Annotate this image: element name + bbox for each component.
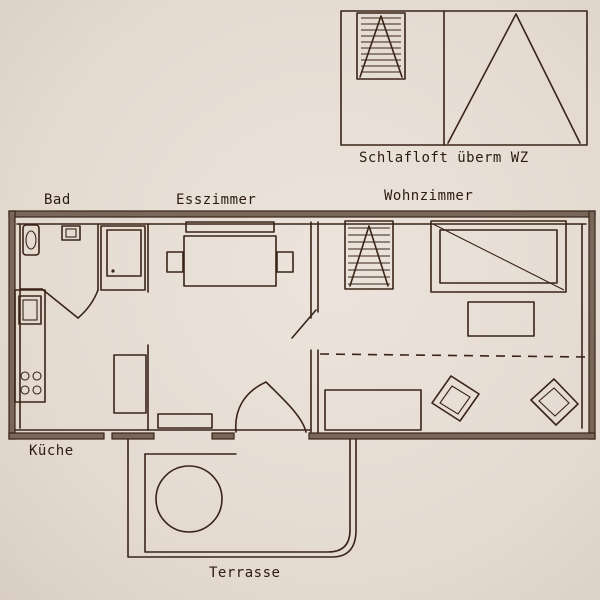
loft-edge-dashed-line <box>319 353 589 358</box>
bath-door-swing <box>77 289 99 319</box>
wall-bottom-center <box>211 432 235 440</box>
loft-outline <box>340 10 588 146</box>
bath-sink-basin <box>65 228 77 238</box>
kitchen-sink <box>18 295 42 325</box>
entry-step <box>157 413 213 429</box>
entrance-door <box>234 381 307 433</box>
sofa-bed-inner <box>439 229 558 284</box>
shower-outer <box>100 225 146 291</box>
terrace-outline <box>127 438 357 558</box>
armchair-left <box>431 375 480 422</box>
terrace-round-table <box>155 465 223 533</box>
bath-door-leaf <box>41 288 79 319</box>
interior-walls <box>19 221 319 433</box>
dining-table <box>183 235 277 287</box>
coffee-table <box>467 301 535 337</box>
entrance-door-swing <box>234 381 307 433</box>
wall-top <box>8 210 596 218</box>
wall-bottom-mid <box>111 432 155 440</box>
loft-ladder-box <box>356 12 406 80</box>
toilet-bowl <box>25 230 37 250</box>
stove-burners <box>20 371 42 395</box>
shower-drain <box>111 269 115 273</box>
wall-bottom-right <box>308 432 596 440</box>
wall-right <box>588 210 596 440</box>
living-ladder-box <box>344 220 394 290</box>
sideboard <box>324 389 422 431</box>
shower-tray <box>106 229 142 277</box>
bathroom-fixtures <box>22 224 146 291</box>
label-esszimmer: Esszimmer <box>176 192 257 208</box>
dining-chair-left <box>166 251 184 273</box>
label-kueche: Küche <box>29 443 74 459</box>
dining-furniture <box>113 221 294 429</box>
terrace-inner-line <box>144 438 351 553</box>
living-door-leaf <box>291 309 317 339</box>
kitchen-fixtures <box>14 289 46 403</box>
loft-ladder-arrow <box>359 15 403 78</box>
dining-bench <box>185 221 275 233</box>
sleeping-loft-plan <box>340 10 588 146</box>
living-ladder-rungs <box>348 227 390 285</box>
label-bad: Bad <box>44 192 71 208</box>
bath-sink <box>61 225 81 241</box>
label-wohnzimmer: Wohnzimmer <box>384 188 474 204</box>
label-loft: Schlafloft überm WZ <box>359 150 529 166</box>
armchair-right <box>530 378 579 426</box>
toilet <box>22 224 40 256</box>
label-terrasse: Terrasse <box>209 565 281 581</box>
dining-chair-right <box>276 251 294 273</box>
kitchen-sink-basin <box>22 299 38 321</box>
kitchen-cabinet <box>113 354 147 414</box>
wall-bottom-left <box>8 432 105 440</box>
terrace <box>127 438 357 558</box>
living-ladder-arrow <box>349 225 389 287</box>
sofa-bed-diagonal <box>432 223 565 291</box>
loft-ladder-rungs <box>361 17 401 73</box>
living-furniture <box>319 220 589 431</box>
kitchen-counter <box>14 289 46 403</box>
loft-roof-triangle <box>447 13 581 144</box>
sofa-bed-outer <box>430 220 567 293</box>
outer-walls <box>8 210 596 440</box>
wall-left <box>8 210 16 440</box>
